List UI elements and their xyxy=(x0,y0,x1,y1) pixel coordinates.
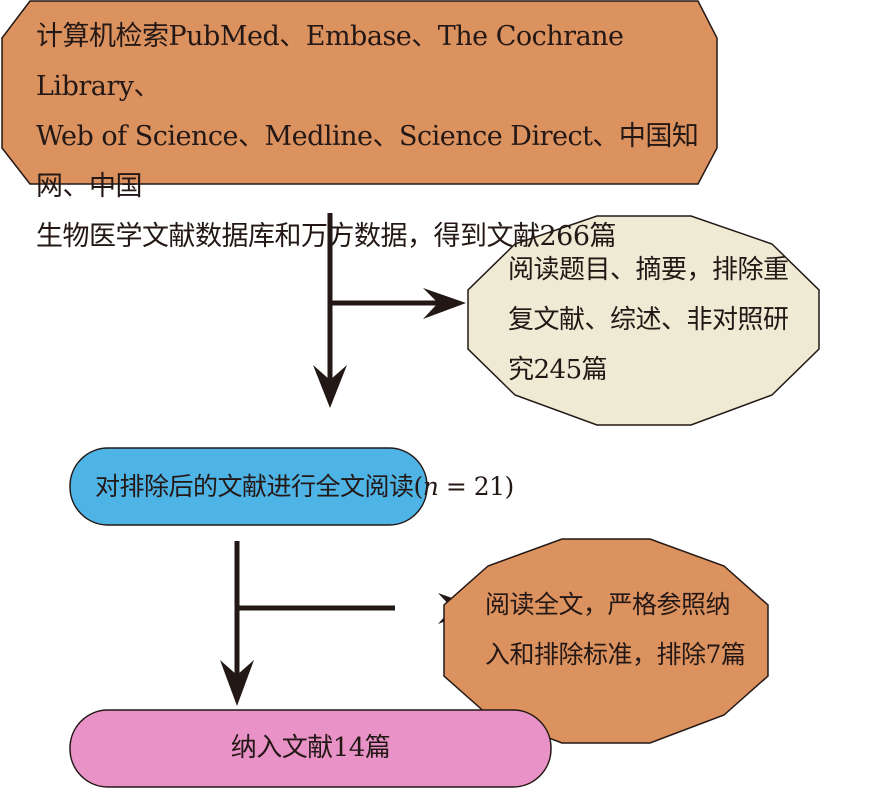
full-text-review-box xyxy=(69,447,428,526)
exclude-fulltext-line-1: 阅读全文，严格参照纳 xyxy=(485,590,731,619)
full-text-review-text: 对排除后的文献进行全文阅读(n = 21) xyxy=(95,462,514,512)
exclude-screening-line-2: 复文献、综述、非对照研 xyxy=(508,305,789,335)
included-box xyxy=(69,709,552,788)
included-label: 纳入文献14篇 xyxy=(230,733,391,763)
exclude-screening-text: 阅读题目、摘要，排除重 复文献、综述、非对照研 究245篇 xyxy=(508,245,828,395)
full-text-review-prefix: 对排除后的文献进行全文阅读( xyxy=(95,472,423,501)
exclude-screening-line-1: 阅读题目、摘要，排除重 xyxy=(508,255,789,285)
arrow-down-1-head xyxy=(313,365,347,408)
exclude-fulltext-box xyxy=(443,538,769,744)
search-box-text: 计算机检索PubMed、Embase、The Cochrane Library、… xyxy=(36,12,716,262)
arrow-right-1-head xyxy=(423,288,466,319)
included-text: 纳入文献14篇 xyxy=(70,723,551,773)
exclude-screening-box xyxy=(467,215,820,426)
exclude-screening-line-3: 究245篇 xyxy=(508,355,608,385)
exclude-fulltext-text: 阅读全文，严格参照纳 入和排除标准，排除7篇 xyxy=(485,580,785,680)
search-line-3: 生物医学文献数据库和万方数据，得到文献266篇 xyxy=(36,221,617,252)
search-box xyxy=(1,0,718,185)
search-line-1: 计算机检索PubMed、Embase、The Cochrane Library、 xyxy=(36,21,624,102)
search-line-2: Web of Science、Medline、Science Direct、中国… xyxy=(36,121,699,202)
arrow-down-2-head xyxy=(220,660,254,706)
exclude-fulltext-line-2: 入和排除标准，排除7篇 xyxy=(485,640,746,669)
full-text-review-suffix: = 21) xyxy=(438,472,514,501)
n-symbol: n xyxy=(422,472,439,501)
